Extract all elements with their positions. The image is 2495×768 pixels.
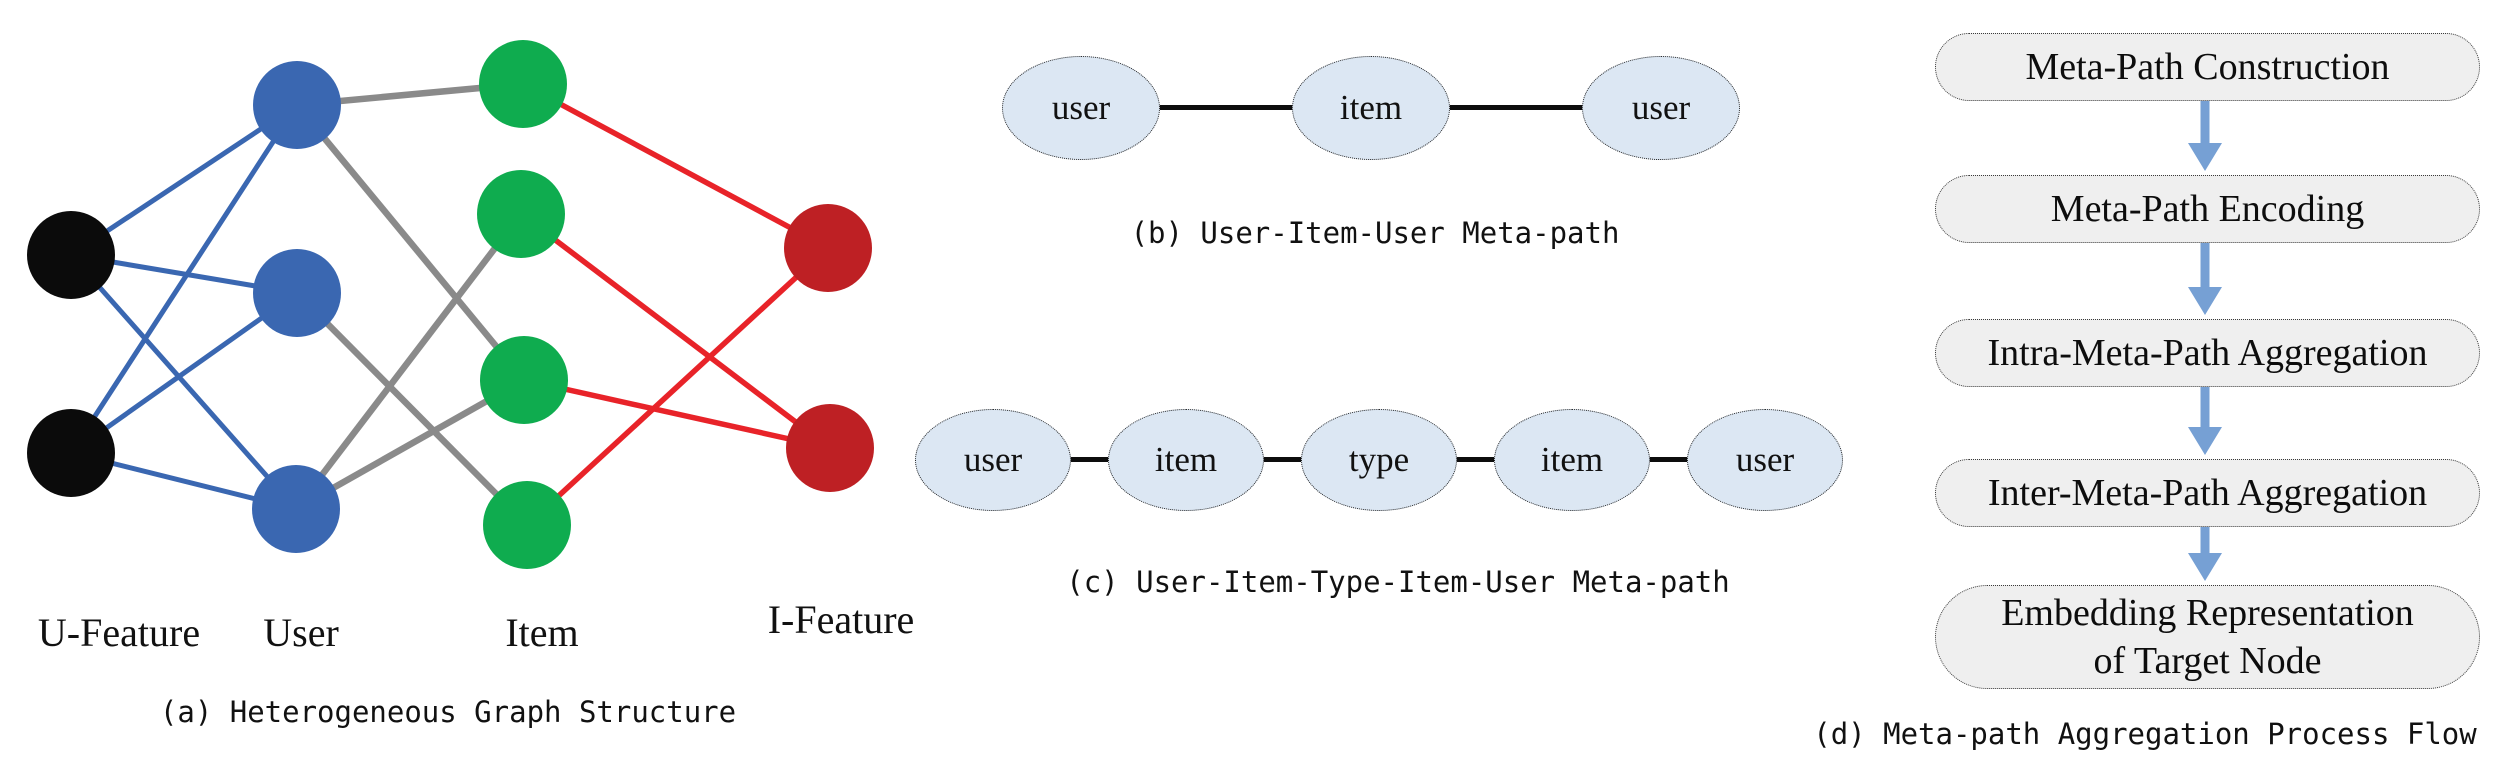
- i-feature-node: [784, 204, 872, 292]
- flow-step-embedding-representation: Embedding Representation of Target Node: [1935, 585, 2480, 689]
- meta-path-link: [1445, 105, 1587, 110]
- flow-arrows: [2188, 101, 2222, 581]
- flow-arrow-down-icon: [2188, 243, 2222, 315]
- flow-step-intra-meta-path-aggregation: Intra-Meta-Path Aggregation: [1935, 319, 2480, 387]
- column-label-i-feature: I-Feature: [767, 597, 915, 642]
- column-label-u-feature: U-Feature: [37, 610, 201, 655]
- meta-path-link: [1645, 457, 1692, 462]
- meta-path-node-type: type: [1301, 409, 1457, 511]
- u-feature-node: [27, 409, 115, 497]
- flow-arrow-down-icon: [2188, 387, 2222, 455]
- edge-item-i-feature: [523, 377, 831, 451]
- user-node: [253, 61, 341, 149]
- meta-path-node-label: user: [1735, 440, 1795, 479]
- u-feature-node: [27, 211, 115, 299]
- meta-path-link: [1452, 457, 1499, 462]
- edge-item-i-feature: [519, 211, 832, 451]
- item-node: [479, 40, 567, 128]
- column-label-item: Item: [505, 610, 579, 655]
- item-node: [480, 336, 568, 424]
- edge-u-feature-user: [69, 102, 299, 258]
- meta-path-node-label: user: [1631, 88, 1691, 127]
- edge-u-feature-user: [69, 253, 298, 511]
- user-node: [252, 465, 340, 553]
- flow-step-label: Intra-Meta-Path Aggregation: [1987, 332, 2428, 374]
- flow-step-label: Meta-Path Encoding: [2050, 188, 2365, 230]
- item-node: [477, 170, 565, 258]
- meta-path-node-label: item: [1154, 440, 1218, 479]
- meta-path-node-label: type: [1348, 440, 1410, 479]
- meta-path-node-item: item: [1108, 409, 1264, 511]
- caption-d: (d) Meta-path Aggregation Process Flow: [1813, 717, 2477, 751]
- flow-step-meta-path-encoding: Meta-Path Encoding: [1935, 175, 2480, 243]
- caption-b: (b) User-Item-User Meta-path: [1130, 216, 1620, 250]
- user-node: [253, 249, 341, 337]
- meta-path-node-label: user: [1051, 88, 1111, 127]
- edge-user-item: [294, 102, 527, 383]
- item-node: [483, 481, 571, 569]
- meta-path-node-user: user: [1002, 56, 1160, 160]
- meta-path-link: [1155, 105, 1297, 110]
- flow-step-meta-path-construction: Meta-Path Construction: [1935, 33, 2480, 101]
- edge-user-item: [293, 212, 524, 511]
- flow-arrow-down-icon: [2188, 527, 2222, 581]
- flow-step-label: Meta-Path Construction: [2025, 46, 2390, 88]
- meta-path-node-label: item: [1339, 88, 1403, 127]
- flow-step-inter-meta-path-aggregation: Inter-Meta-Path Aggregation: [1935, 459, 2480, 527]
- caption-c: (c) User-Item-Type-Item-User Meta-path: [1066, 565, 1730, 599]
- edge-item-i-feature: [521, 81, 830, 251]
- meta-path-link: [1066, 457, 1113, 462]
- flow-step-label: Inter-Meta-Path Aggregation: [1987, 472, 2428, 514]
- meta-path-node-user: user: [1687, 409, 1843, 511]
- meta-path-node-item: item: [1292, 56, 1450, 160]
- meta-path-node-user: user: [1582, 56, 1740, 160]
- edge-item-i-feature: [525, 245, 830, 528]
- column-label-user: User: [263, 610, 339, 655]
- i-feature-node: [786, 404, 874, 492]
- edge-u-feature-user: [68, 103, 300, 455]
- flow-step-label: Embedding Representation of Target Node: [2001, 592, 2414, 682]
- edge-user-item: [294, 290, 530, 528]
- flow-arrow-down-icon: [2188, 101, 2222, 171]
- meta-path-node-label: item: [1540, 440, 1604, 479]
- edge-u-feature-user: [69, 290, 299, 456]
- meta-path-link: [1259, 457, 1306, 462]
- meta-path-node-item: item: [1494, 409, 1650, 511]
- meta-path-node-user: user: [915, 409, 1071, 511]
- heterogeneous-graph: [27, 40, 874, 569]
- caption-a: (a) Heterogeneous Graph Structure: [159, 695, 737, 729]
- meta-path-node-label: user: [963, 440, 1023, 479]
